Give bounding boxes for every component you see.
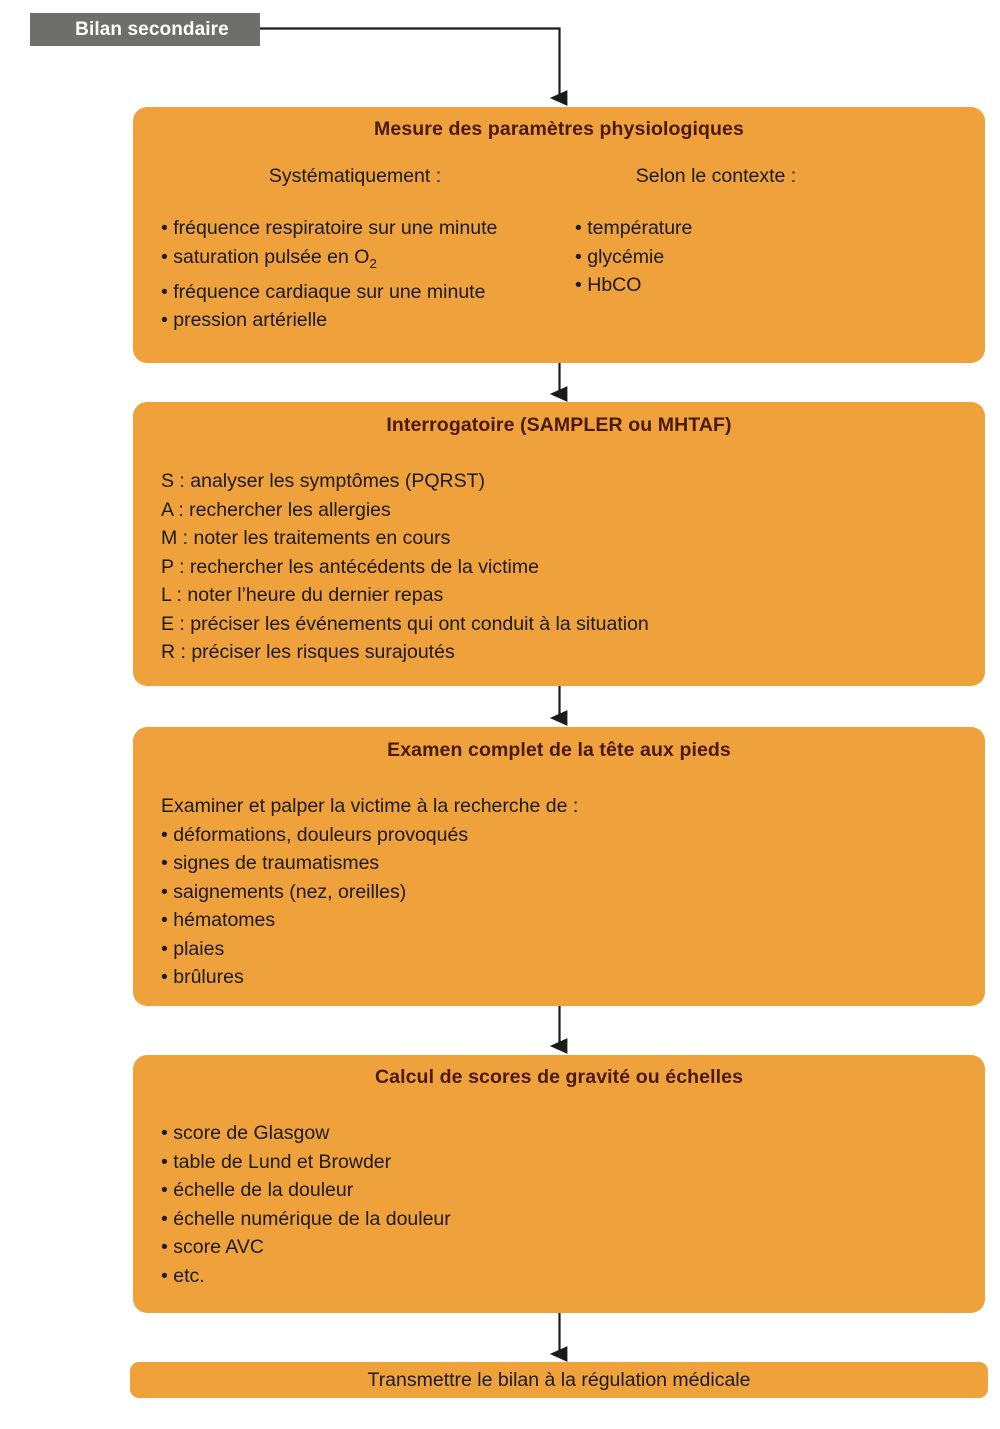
step-box-scores: Calcul de scores de gravité ou échelles … <box>133 1055 985 1313</box>
list-item: P : rechercher les antécédents de la vic… <box>161 555 539 578</box>
step-box-interview: Interrogatoire (SAMPLER ou MHTAF) S : an… <box>133 402 985 686</box>
flowchart-title-tab: Bilan secondaire <box>30 13 260 46</box>
list-item: hématomes <box>161 906 985 935</box>
vitals-contextual-list: température glycémie HbCO <box>575 214 955 300</box>
list-item: pression artérielle <box>161 306 575 335</box>
list-item: glycémie <box>575 243 955 272</box>
interview-list: S : analyser les symptômes (PQRST) A : r… <box>133 467 985 667</box>
list-item: saturation pulsée en O2 <box>161 243 575 278</box>
list-item: etc. <box>161 1262 985 1291</box>
step-box-vitals: Mesure des paramètres physiologiques Sys… <box>133 107 985 363</box>
list-item: S : analyser les symptômes (PQRST) <box>161 470 485 492</box>
vitals-systematic-heading: Systématiquement : <box>268 165 442 187</box>
list-item: E : préciser les événements qui ont cond… <box>161 612 649 635</box>
list-item: échelle numérique de la douleur <box>161 1205 985 1234</box>
list-item: R : préciser les risques surajoutés <box>161 641 455 663</box>
vitals-systematic-list: fréquence respiratoire sur une minute sa… <box>161 214 575 335</box>
list-item: saignements (nez, oreilles) <box>161 878 985 907</box>
connector-tab-to-vitals <box>260 27 568 106</box>
step-title-interview: Interrogatoire (SAMPLER ou MHTAF) <box>386 414 732 436</box>
list-item: fréquence cardiaque sur une minute <box>161 278 575 307</box>
vitals-columns: Systématiquement : fréquence respiratoir… <box>133 165 985 335</box>
list-item: M : noter les traitements en cours <box>161 527 451 549</box>
list-item: score AVC <box>161 1233 985 1262</box>
step-title-exam: Examen complet de la tête aux pieds <box>387 739 731 761</box>
step-box-exam: Examen complet de la tête aux pieds Exam… <box>133 727 985 1006</box>
list-item: score de Glasgow <box>161 1119 985 1148</box>
vitals-column-systematic: Systématiquement : fréquence respiratoir… <box>133 165 575 335</box>
scores-list: score de Glasgow table de Lund et Browde… <box>133 1119 985 1290</box>
exam-list: déformations, douleurs provoqués signes … <box>133 821 985 992</box>
list-item: brûlures <box>161 963 985 992</box>
exam-intro-text: Examiner et palper la victime à la reche… <box>161 795 579 817</box>
step-title-scores: Calcul de scores de gravité ou échelles <box>374 1066 744 1088</box>
flowchart-title-label: Bilan secondaire <box>75 18 229 40</box>
transmit-label: Transmettre le bilan à la régulation méd… <box>367 1368 751 1391</box>
step-box-transmit: Transmettre le bilan à la régulation méd… <box>130 1362 988 1398</box>
list-item: fréquence respiratoire sur une minute <box>161 214 575 243</box>
step-title-vitals: Mesure des paramètres physiologiques <box>374 118 744 140</box>
vitals-column-contextual: Selon le contexte : température glycémie… <box>575 165 955 335</box>
list-item: L : noter l’heure du dernier repas <box>161 584 444 606</box>
vitals-contextual-heading: Selon le contexte : <box>635 165 797 187</box>
list-item: HbCO <box>575 271 955 300</box>
list-item: échelle de la douleur <box>161 1176 985 1205</box>
list-item: signes de traumatismes <box>161 849 985 878</box>
list-item: table de Lund et Browder <box>161 1148 985 1177</box>
list-item: température <box>575 214 955 243</box>
list-item: A : rechercher les allergies <box>161 498 391 521</box>
list-item: plaies <box>161 935 985 964</box>
list-item: déformations, douleurs provoqués <box>161 821 985 850</box>
